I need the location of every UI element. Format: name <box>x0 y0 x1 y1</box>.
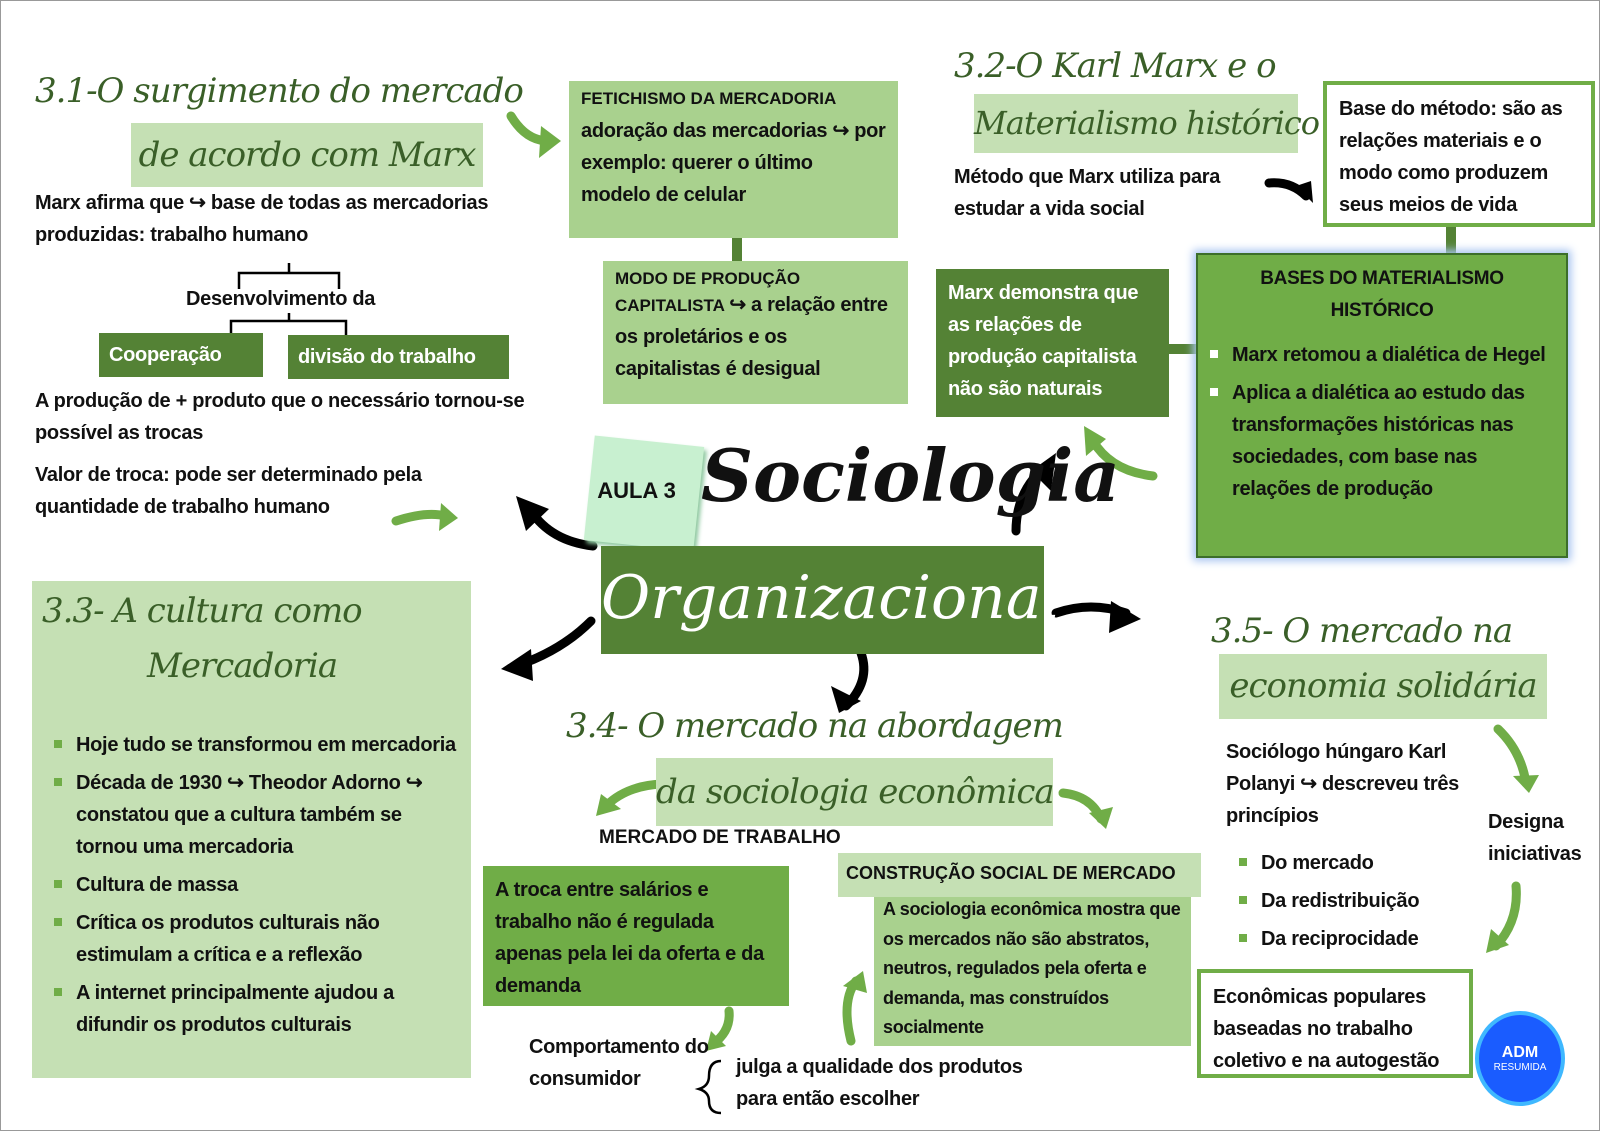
text-julga: julga a qualidade dos produtos para entã… <box>736 1056 1023 1110</box>
arrow-icon <box>511 616 596 671</box>
section-3-3-panel: 3.3- A cultura como Mercadoria Hoje tudo… <box>32 581 471 1078</box>
section-3-5-subtitle: economia solidária <box>1219 654 1547 719</box>
node-base-metodo: Base do método: são as relações materiai… <box>1323 81 1595 227</box>
bases-heading: BASES DO MATERIALISMO HISTÓRICO <box>1260 268 1504 321</box>
text-designa: Designa iniciativas <box>1488 811 1582 865</box>
logo-line1: ADM <box>1501 1044 1539 1061</box>
node-csm-body-bg <box>874 886 1191 1046</box>
text-producao: A produção de + produto que o necessário… <box>35 390 525 444</box>
text-comportamento: Comportamento do consumidor <box>529 1036 709 1090</box>
arrow-icon <box>1051 602 1131 618</box>
list-item: Aplica a dialética ao estudo das transfo… <box>1210 377 1554 505</box>
text-metodo: Método que Marx utiliza para estudar a v… <box>954 166 1221 220</box>
section-3-2-title: 3.2-O Karl Marx e o <box>954 46 1277 86</box>
section-3-4-subtitle: da sociologia econômica <box>656 758 1055 826</box>
text-desenvolvimento: Desenvolvimento da <box>186 288 376 310</box>
fetichismo-heading: FETICHISMO DA MERCADORIA <box>581 89 837 108</box>
text-valor-troca: Valor de troca: pode ser determinado pel… <box>35 464 422 518</box>
arrow-icon <box>1264 178 1311 201</box>
section-3-1-title: 3.1-O surgimento do mercado <box>35 71 524 111</box>
list-item: Da reciprocidade <box>1239 923 1419 955</box>
list-item: Década de 1930 ↪ Theodor Adorno ↪ consta… <box>54 767 459 863</box>
section-3-1-subtitle: de acordo com Marx <box>131 123 483 187</box>
sticky-note: AULA 3 <box>583 435 705 552</box>
arrow-icon <box>708 1006 734 1049</box>
node-divisao-trabalho: divisão do trabalho <box>288 335 509 379</box>
text-polanyi: Sociólogo húngaro Karl Polanyi ↪ descrev… <box>1226 741 1460 827</box>
section-3-5-title: 3.5- O mercado na <box>1211 611 1513 651</box>
arrow-icon <box>1493 724 1531 788</box>
section-3-4-title: 3.4- O mercado na abordagem <box>566 706 1064 746</box>
csm-heading: CONSTRUÇÃO SOCIAL DE MERCADO <box>838 853 1201 897</box>
section-3-2-subtitle: Materialismo histórico <box>974 94 1320 153</box>
list-item: Do mercado <box>1239 847 1419 879</box>
node-fetichismo: FETICHISMO DA MERCADORIA adoração das me… <box>569 81 898 238</box>
list-item: Crítica os produtos culturais não estimu… <box>54 907 459 971</box>
arrow-icon <box>506 111 554 146</box>
modo-heading: MODO DE PRODUÇÃO CAPITALISTA <box>615 269 801 315</box>
arrow-icon <box>841 648 869 711</box>
text-mercado-trabalho: MERCADO DE TRABALHO <box>599 827 841 848</box>
arrow-icon <box>601 779 666 811</box>
text-marx-afirma: Marx afirma que ↪ base de todas as merca… <box>35 192 489 246</box>
node-economicas: Econômicas populares baseadas no trabalh… <box>1197 969 1473 1078</box>
node-troca: A troca entre salários e trabalho não é … <box>483 866 789 1006</box>
arrow-icon <box>1491 881 1521 951</box>
list-item: A internet principalmente ajudou a difun… <box>54 977 459 1041</box>
main-title-sociologia: Sociologia <box>701 433 1120 518</box>
list-item: Da redistribuição <box>1239 885 1420 917</box>
section-3-3-title: 3.3- A cultura como <box>42 591 363 631</box>
section-3-3-subtitle: Mercadoria <box>147 646 338 686</box>
csm-body: A sociologia econômica mostra que os mer… <box>883 899 1181 1037</box>
node-modo-producao: MODO DE PRODUÇÃO CAPITALISTA ↪ a relação… <box>603 261 908 404</box>
node-bases-materialismo: BASES DO MATERIALISMO HISTÓRICO Marx ret… <box>1196 253 1568 558</box>
fetichismo-body: adoração das mercadorias ↪ por exemplo: … <box>581 120 886 206</box>
arrow-icon <box>526 506 598 551</box>
logo: ADM RESUMIDA <box>1475 1011 1565 1106</box>
list-item: Cultura de massa <box>54 869 459 901</box>
node-cooperacao: Cooperação <box>99 333 263 377</box>
list-item: Hoje tudo se transformou em mercadoria <box>54 729 459 761</box>
arrow-icon <box>1058 788 1106 824</box>
aula-label: AULA 3 <box>597 478 676 504</box>
arrow-icon <box>842 976 861 1046</box>
main-title-organizacional: Organizacional <box>601 546 1061 654</box>
modo-body: ↪ a relação entre os proletários e os ca… <box>615 294 888 380</box>
list-item: Marx retomou a dialética de Hegel <box>1210 339 1554 371</box>
node-marx-demonstra: Marx demonstra que as relações de produç… <box>936 269 1169 417</box>
logo-line2: RESUMIDA <box>1493 1062 1547 1073</box>
